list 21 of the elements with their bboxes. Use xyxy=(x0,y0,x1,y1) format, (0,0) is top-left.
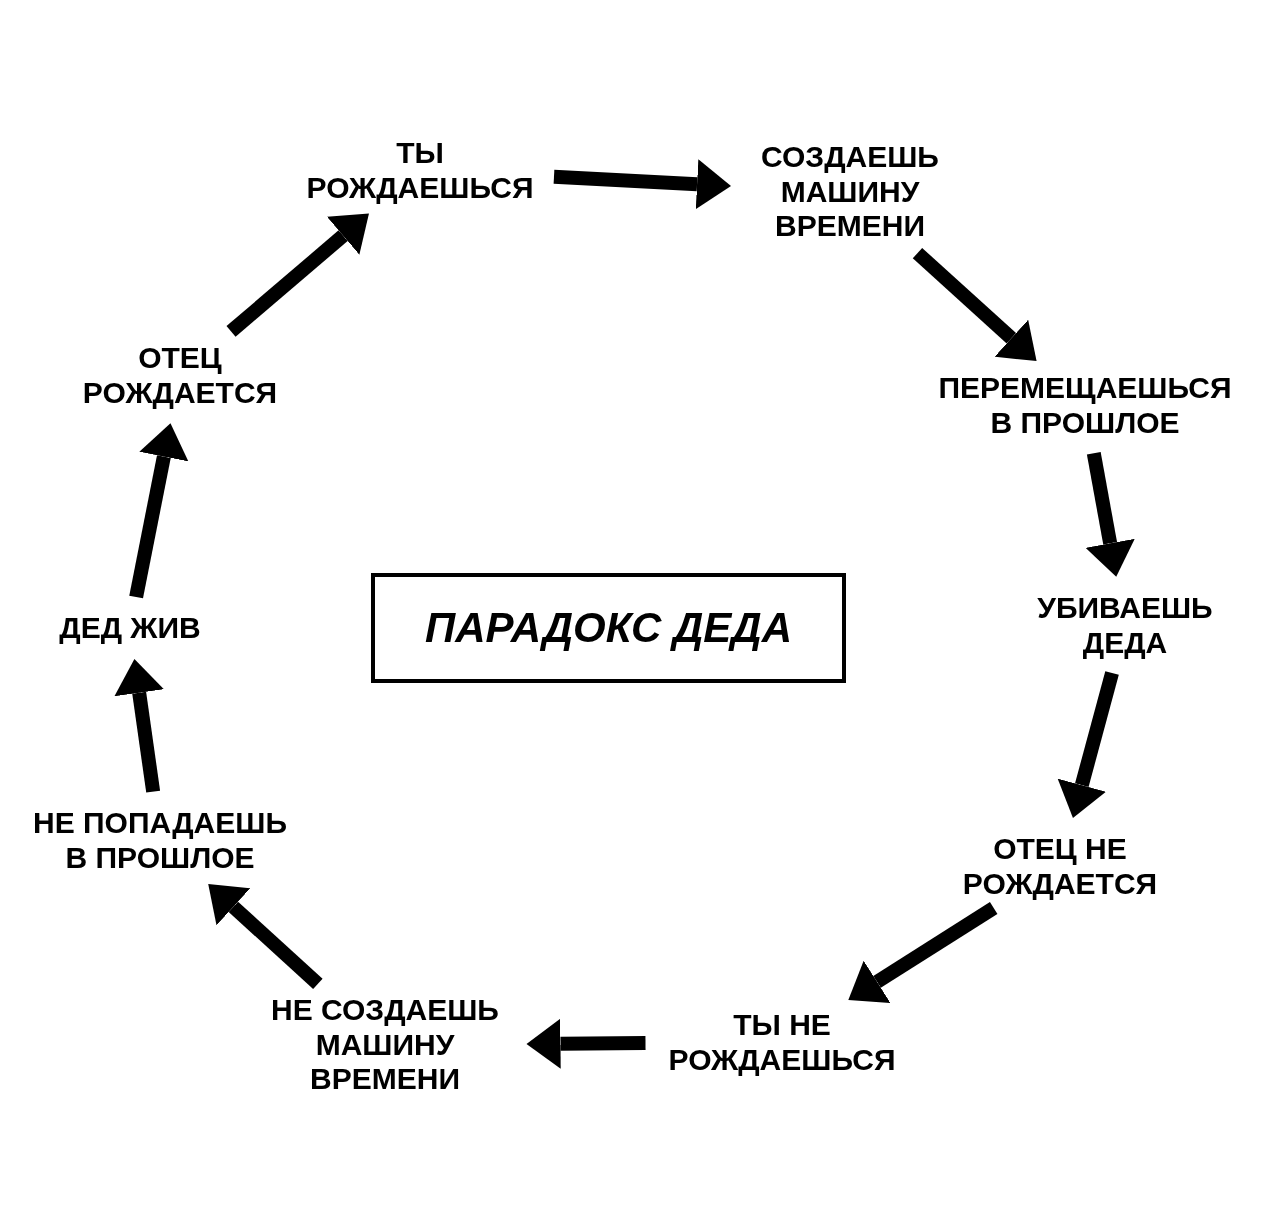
step-label: СОЗДАЕШЬ МАШИНУ ВРЕМЕНИ xyxy=(760,140,940,244)
title-box: ПАРАДОКС ДЕДА xyxy=(371,573,846,683)
step-label: НЕ СОЗДАЕШЬ МАШИНУ ВРЕМЕНИ xyxy=(270,993,500,1097)
step-label: ОТЕЦ НЕ РОЖДАЕТСЯ xyxy=(961,831,1159,901)
step-label: ДЕД ЖИВ xyxy=(58,610,202,646)
step-label: ОТЕЦ РОЖДАЕТСЯ xyxy=(81,340,279,410)
step-label: ТЫ НЕ РОЖДАЕШЬСЯ xyxy=(667,1007,897,1077)
arrow xyxy=(848,902,998,1003)
arrow xyxy=(208,883,323,989)
step-label: ПЕРЕМЕЩАЕШЬСЯ В ПРОШЛОЕ xyxy=(937,370,1233,440)
step-label: ТЫ РОЖДАЕШЬСЯ xyxy=(305,135,535,205)
arrow xyxy=(912,247,1037,362)
arrow xyxy=(114,659,164,793)
arrow xyxy=(129,423,189,599)
arrow xyxy=(226,213,369,337)
step-label: УБИВАЕШЬ ДЕДА xyxy=(1036,590,1214,660)
arrow xyxy=(1085,452,1135,577)
arrow xyxy=(526,1018,646,1069)
arrow xyxy=(553,159,731,210)
step-label: НЕ ПОПАДАЕШЬ В ПРОШЛОЕ xyxy=(32,805,288,875)
arrow xyxy=(1057,671,1119,818)
